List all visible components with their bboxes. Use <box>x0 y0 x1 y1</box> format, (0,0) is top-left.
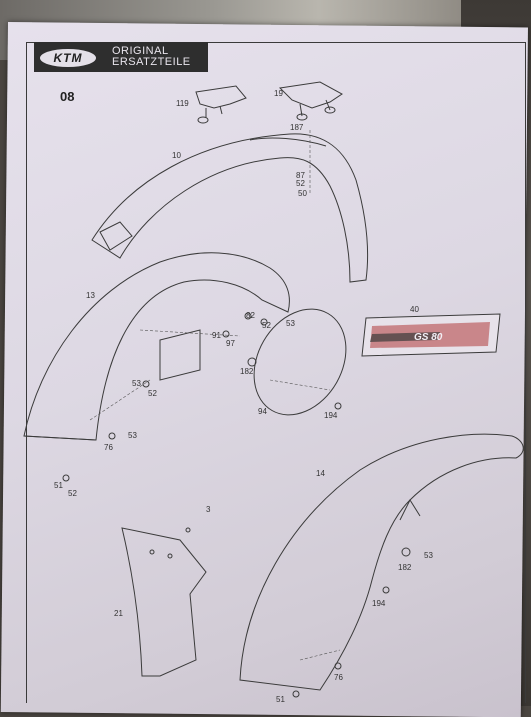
callout-87: 87 <box>296 171 305 180</box>
callout-187: 187 <box>290 123 304 132</box>
callout-82: 82 <box>246 311 255 320</box>
bracket-19-drawing <box>278 81 343 117</box>
callout-97: 97 <box>226 339 235 348</box>
page-number: 08 <box>60 89 75 104</box>
callout-10: 10 <box>172 151 181 160</box>
callout-3: 3 <box>206 505 211 514</box>
callout-53a: 53 <box>286 319 295 328</box>
decal-text: GS 80 <box>414 332 443 343</box>
callout-53c: 53 <box>128 431 137 440</box>
callout-53d: 53 <box>424 551 433 560</box>
mudflap-21-drawing <box>121 527 207 677</box>
callout-76a: 76 <box>104 443 113 452</box>
bracket-19-nut2 <box>324 106 336 114</box>
callout-51b: 51 <box>276 695 285 704</box>
cover-94-drawing <box>253 308 347 416</box>
callout-52d: 52 <box>68 489 77 498</box>
front-fender-14-drawing <box>239 433 524 691</box>
callout-40: 40 <box>410 305 419 314</box>
fender-sticker-icon <box>99 221 133 251</box>
callout-52b: 52 <box>262 321 271 330</box>
callout-50: 50 <box>298 189 307 198</box>
callout-76b: 76 <box>334 673 343 682</box>
callout-51a: 51 <box>54 481 63 490</box>
front-fender-10-drawing <box>91 133 369 283</box>
rear-fender-13-drawing <box>23 252 290 441</box>
callout-194b: 194 <box>372 599 386 608</box>
callout-13: 13 <box>86 291 95 300</box>
callout-19: 19 <box>274 89 283 98</box>
callout-119: 119 <box>176 99 189 108</box>
bracket-119-drawing <box>195 85 247 118</box>
callout-21: 21 <box>114 609 123 618</box>
callout-14: 14 <box>316 469 325 478</box>
bracket-119-nut <box>197 116 209 124</box>
callout-91: 91 <box>212 331 221 340</box>
callout-52c: 52 <box>148 389 157 398</box>
header-title-line2: ERSATZTEILE <box>112 56 191 68</box>
callout-94: 94 <box>258 407 267 416</box>
callout-182b: 182 <box>398 563 412 572</box>
callout-182a: 182 <box>240 367 254 376</box>
bracket-19-nut <box>296 113 308 121</box>
sheet-frame <box>26 42 526 703</box>
callout-194a: 194 <box>324 411 338 420</box>
header-title-line1: ORIGINAL <box>112 45 169 57</box>
callout-52a: 52 <box>296 179 305 188</box>
callout-53b: 53 <box>132 379 141 388</box>
ktm-logo: KTM <box>40 49 96 67</box>
